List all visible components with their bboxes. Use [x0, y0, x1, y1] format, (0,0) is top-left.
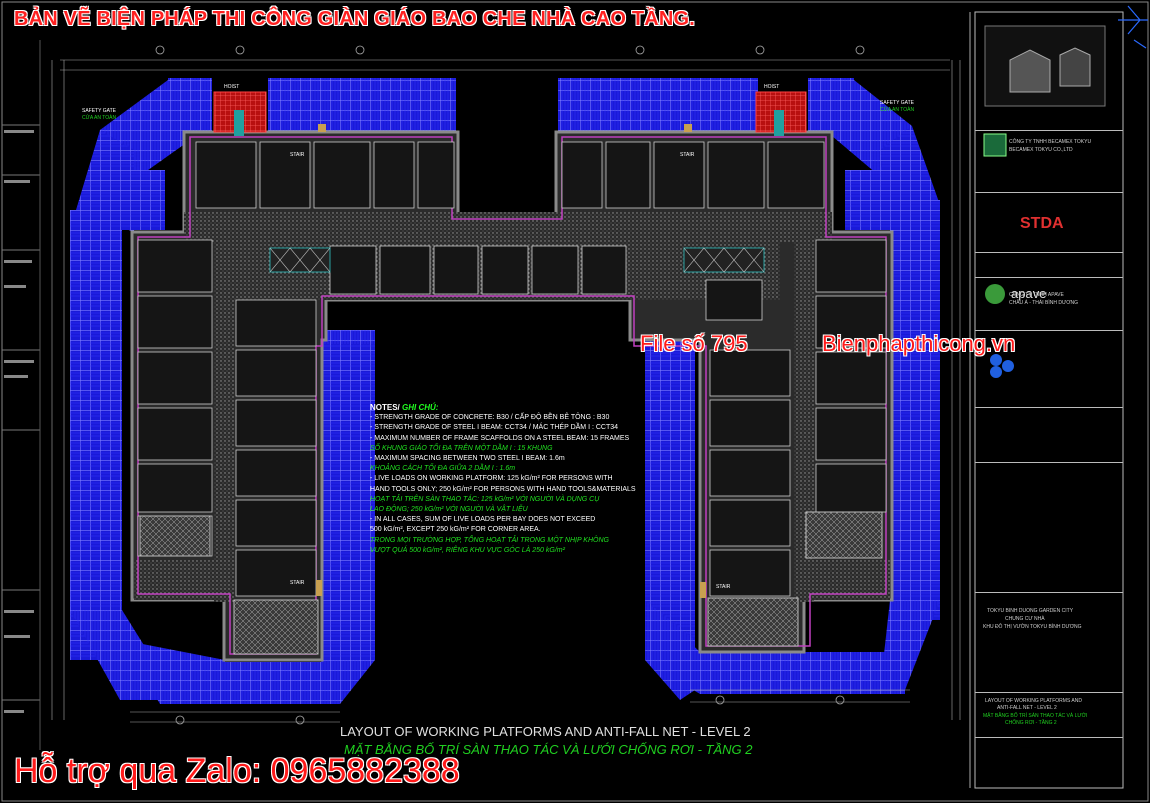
tb-company-2b: CHÂU Á - THÁI BÌNH DƯƠNG — [1009, 300, 1079, 306]
tb-sheet-title-vi-1: MẶT BẰNG BỐ TRÍ SÀN THAO TÁC VÀ LƯỚI — [983, 713, 1088, 719]
hoist-left-label: HOIST — [224, 84, 239, 90]
hoist-right — [755, 91, 807, 136]
note-line: VƯỢT QUÁ 500 kG/m², RIÊNG KHU VỰC GÓC LÀ… — [370, 546, 565, 554]
safety-gate-right-vi-label: CỬA AN TOÀN — [880, 106, 914, 113]
hoist-left — [213, 91, 267, 136]
watermark-site: Bienphapthicong.vn — [822, 331, 1016, 356]
lift-shafts — [269, 247, 765, 273]
logo-apave: apave — [1011, 286, 1046, 301]
void-right — [805, 511, 883, 559]
column-markers — [316, 124, 706, 598]
note-line: TRONG MỌI TRƯỜNG HỢP, TỔNG HOẠT TẢI TRON… — [370, 536, 609, 544]
watermark-zalo-support: Hỗ trợ qua Zalo: 0965882388 — [14, 752, 460, 790]
note-line: HAND TOOLS ONLY; 250 kG/m² FOR PERSONS W… — [370, 485, 636, 493]
void-left — [139, 515, 211, 557]
note-line: - STRENGTH GRADE OF STEEL I BEAM: CCT34 … — [370, 424, 619, 432]
grid-lines — [51, 59, 961, 723]
note-line: LAO ĐỘNG; 250 kG/m² VỚI NGƯỜI VÀ VẬT LIỆ… — [370, 506, 528, 514]
notes-heading-en: NOTES/ — [370, 403, 400, 412]
note-line: - LIVE LOADS ON WORKING PLATFORM: 125 kG… — [370, 475, 613, 483]
hoist-right-label: HOIST — [764, 84, 779, 90]
tb-sheet-title-vi-2: CHỐNG RƠI - TẦNG 2 — [1005, 720, 1057, 726]
stair-left — [233, 599, 319, 655]
rooms-right-wing — [705, 239, 887, 597]
note-line: KHOẢNG CÁCH TỐI ĐA GIỮA 2 DẦM I : 1.6m — [370, 465, 516, 473]
stair-label-1: STAIR — [290, 152, 305, 158]
note-line: - MAXIMUM SPACING BETWEEN TWO STEEL I BE… — [370, 455, 565, 463]
drawing-title-en: LAYOUT OF WORKING PLATFORMS AND ANTI-FAL… — [340, 724, 751, 739]
stair-right — [707, 597, 799, 647]
note-line: - IN ALL CASES, SUM OF LIVE LOADS PER BA… — [370, 516, 596, 524]
note-line: - MAXIMUM NUMBER OF FRAME SCAFFOLDS ON A… — [370, 434, 630, 442]
tb-project-3: KHU ĐÔ THỊ VƯỜN TOKYU BÌNH DƯƠNG — [983, 624, 1082, 630]
watermark-file-number: File số 795 — [640, 331, 748, 356]
left-title-fragment — [2, 40, 41, 750]
rooms-top — [195, 141, 825, 295]
drawing-labels: HOIST HOIST SAFETY GATE CỬA AN TOÀN SAFE… — [82, 84, 915, 590]
safety-gate-right-label: SAFETY GATE — [880, 100, 915, 106]
safety-gate-left-label: SAFETY GATE — [82, 108, 117, 114]
note-line: SỐ KHUNG GIÁO TỐI ĐA TRÊN MỘT DẦM I : 15… — [370, 444, 553, 452]
drawing-title-vi: MẶT BẰNG BỐ TRÍ SÀN THAO TÁC VÀ LƯỚI CHỐ… — [344, 742, 753, 757]
stair-label-3: STAIR — [290, 580, 305, 586]
tb-company-1: CÔNG TY TNHH BECAMEX TOKYU — [1009, 139, 1092, 145]
note-line: 500 kG/m², EXCEPT 250 kG/m² FOR CORNER A… — [370, 526, 541, 534]
corner-deco — [1118, 5, 1148, 49]
notes-block: NOTES/ GHI CHÚ: - STRENGTH GRADE OF CONC… — [370, 403, 650, 556]
tb-company-1b: BECAMEX TOKYU CO.,LTD — [1009, 147, 1073, 153]
watermark-title: BẢN VẼ BIỆN PHÁP THI CÔNG GIÀN GIÁO BAO … — [14, 8, 696, 30]
tb-company-2: CÔNG TY TNHH APAVE — [1009, 292, 1064, 298]
tb-sheet-title-1: LAYOUT OF WORKING PLATFORMS AND — [985, 698, 1082, 704]
grid-bubbles — [155, 45, 865, 725]
safety-gate-left-vi-label: CỬA AN TOÀN — [82, 114, 116, 121]
stair-label-4: STAIR — [716, 584, 731, 590]
title-block-text: CÔNG TY TNHH BECAMEX TOKYU BECAMEX TOKYU… — [975, 12, 1123, 788]
notes-lines: - STRENGTH GRADE OF CONCRETE: B30 / CẤP … — [370, 413, 650, 556]
tb-project-1: TOKYU BINH DUONG GARDEN CITY — [987, 608, 1074, 614]
rooms-left-wing — [137, 239, 317, 597]
notes-heading-vi: GHI CHÚ: — [402, 403, 439, 412]
notes-heading: NOTES/ GHI CHÚ: — [370, 403, 650, 413]
title-block: STDA apave — [974, 11, 1124, 789]
tb-sheet-title-2: ANTI-FALL NET - LEVEL 2 — [997, 705, 1057, 711]
scaffold-platforms — [70, 78, 940, 704]
note-line: - STRENGTH GRADE OF CONCRETE: B30 / CẤP … — [370, 414, 610, 422]
logo-stda: STDA — [1020, 215, 1064, 232]
note-line: HOẠT TẢI TRÊN SÀN THAO TÁC: 125 kG/m² VỚ… — [370, 495, 600, 503]
stair-label-2: STAIR — [680, 152, 695, 158]
tb-project-2: CHUNG CƯ NHÀ — [1005, 616, 1045, 622]
